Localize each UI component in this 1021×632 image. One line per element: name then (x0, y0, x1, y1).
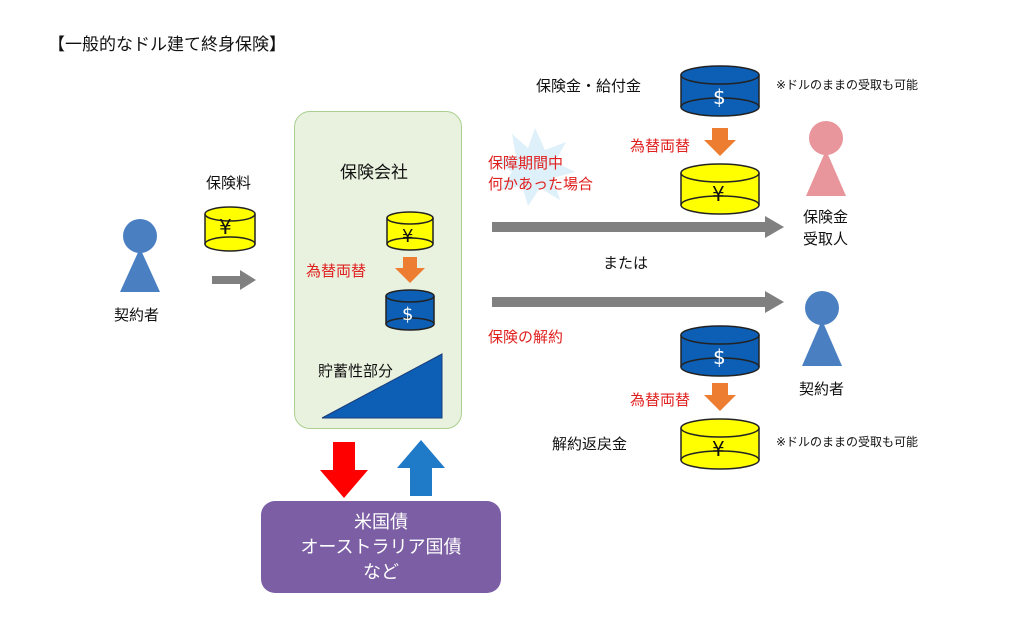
company-dollar-symbol: $ (402, 304, 414, 325)
company-yen-coin-icon (386, 211, 434, 251)
company-name: 保険会社 (340, 163, 408, 183)
exchange-bottom-arrow-icon (704, 383, 736, 411)
refund-dollar-symbol: $ (713, 345, 726, 369)
refund-yen-coin-icon (680, 418, 760, 470)
policyholder-right-label: 契約者 (799, 380, 845, 398)
policyholder-left-label: 契約者 (114, 306, 160, 324)
refund-yen-symbol: ¥ (712, 437, 725, 461)
benefit-dollar-symbol: $ (713, 85, 726, 109)
policyholder-right-icon (802, 291, 842, 366)
beneficiary-label-line1: 保険金 (803, 208, 849, 226)
company-exchange-label: 為替両替 (306, 262, 367, 280)
premium-arrow-icon (212, 270, 256, 290)
bonds-line1: 米国債 (354, 511, 408, 533)
bonds-box: 米国債 オーストラリア国債 など (261, 501, 501, 593)
benefit-dollar-coin-icon (680, 65, 760, 117)
beneficiary-label-line2: 受取人 (803, 230, 849, 248)
company-yen-symbol: ¥ (402, 226, 414, 247)
bonds-line2: オーストラリア国債 (300, 536, 462, 558)
surrender-label: 保険の解約 (488, 328, 564, 346)
event-label-line1: 保障期間中 (488, 154, 564, 172)
policyholder-left-icon (120, 219, 160, 292)
event-label-line2: 何かあった場合 (488, 175, 594, 193)
surrender-arrow-icon (492, 291, 784, 313)
savings-triangle-icon (321, 353, 443, 419)
or-label: または (603, 254, 649, 272)
return-up-arrow-icon (397, 440, 445, 496)
invest-down-arrow-icon (320, 442, 368, 498)
page-title: 【一般的なドル建て終身保険】 (48, 35, 286, 55)
exchange-top-arrow-icon (704, 128, 736, 156)
exchange-top-label: 為替両替 (630, 137, 691, 155)
dollar-note-top: ※ドルのままの受取も可能 (776, 78, 919, 92)
savings-label: 貯蓄性部分 (318, 362, 394, 380)
company-dollar-coin-icon (385, 289, 435, 331)
premium-yen-symbol: ¥ (219, 215, 232, 239)
benefit-yen-coin-icon (680, 163, 760, 215)
event-burst-icon (494, 128, 575, 206)
dollar-note-bottom: ※ドルのままの受取も可能 (776, 435, 919, 449)
refund-label: 解約返戻金 (552, 435, 628, 453)
exchange-bottom-label: 為替両替 (630, 391, 691, 409)
bonds-line3: など (363, 561, 399, 583)
benefits-label: 保険金・給付金 (536, 77, 642, 95)
company-exchange-arrow-icon (395, 257, 425, 283)
benefit-arrow-icon (492, 216, 784, 238)
benefit-yen-symbol: ¥ (712, 182, 725, 206)
refund-dollar-coin-icon (680, 325, 760, 377)
premium-yen-coin-icon (204, 206, 256, 252)
beneficiary-icon (806, 121, 846, 196)
premium-label: 保険料 (206, 174, 252, 192)
